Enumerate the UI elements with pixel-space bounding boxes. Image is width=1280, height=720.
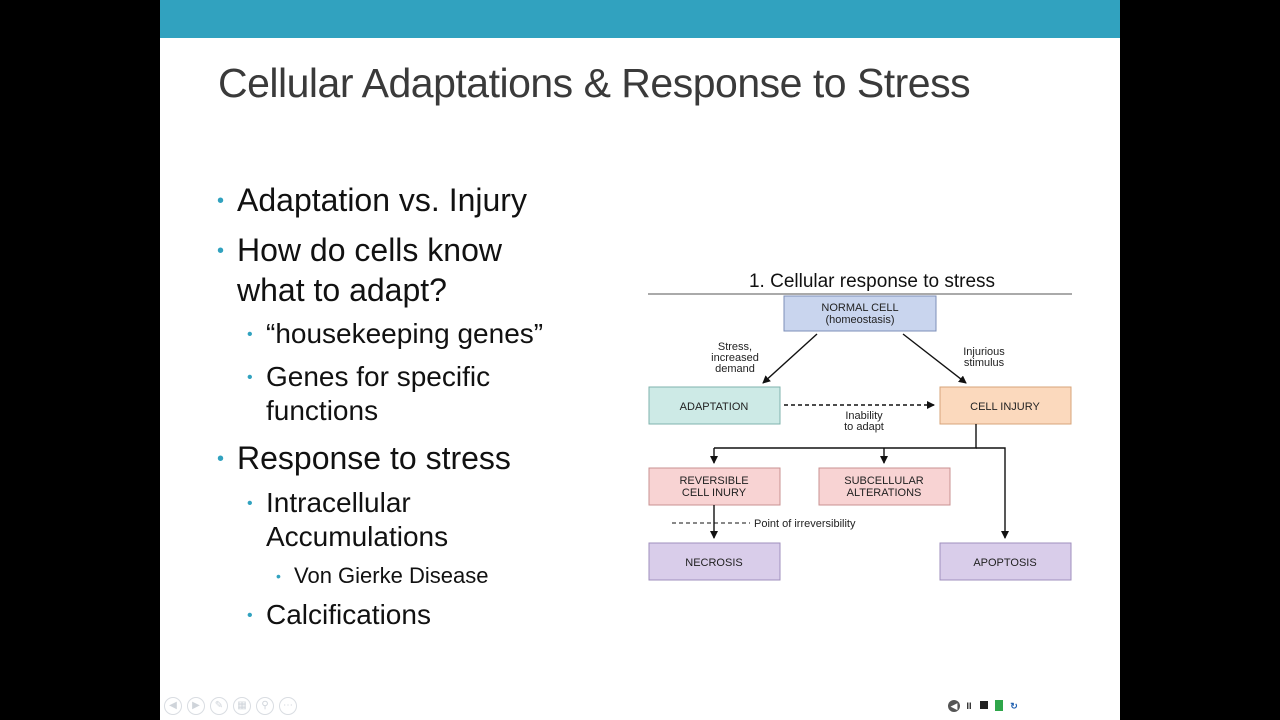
back-icon[interactable]: ◀ xyxy=(948,700,960,712)
bullet-text: Adaptation vs. Injury xyxy=(237,182,527,218)
cell-stress-diagram: 1. Cellular response to stress NORMAL CE… xyxy=(648,271,1072,581)
bullet-von-gierke: • Von Gierke Disease xyxy=(276,562,489,590)
player-controls: ◀ II ↻ xyxy=(948,697,1020,715)
slide-title: Cellular Adaptations & Response to Stres… xyxy=(218,60,971,106)
node-reversible-label-1: REVERSIBLE xyxy=(679,475,748,487)
node-normal-cell-sub: (homeostasis) xyxy=(825,314,894,326)
pause-icon[interactable]: II xyxy=(966,701,972,711)
injurious-label-1: Injurious xyxy=(963,346,1005,358)
injurious-label-2: stimulus xyxy=(964,357,1005,369)
node-apoptosis xyxy=(939,542,1072,581)
node-necrosis-label: NECROSIS xyxy=(685,557,742,569)
loop-icon[interactable]: ↻ xyxy=(1010,701,1018,711)
node-necrosis xyxy=(648,542,781,581)
bullet-dot-icon: • xyxy=(217,190,225,212)
more-icon[interactable]: ⋯ xyxy=(279,697,297,715)
node-adaptation-label: ADAPTATION xyxy=(680,401,749,413)
bullet-how-cells-know: • How do cells know what to adapt? xyxy=(217,230,567,310)
bullet-text: Intracellular Accumulations xyxy=(266,487,449,552)
stop-icon[interactable] xyxy=(978,700,990,712)
node-normal-cell xyxy=(783,295,937,332)
bullet-intracellular-accumulations: • Intracellular Accumulations xyxy=(247,486,506,554)
bullet-adaptation-vs-injury: • Adaptation vs. Injury xyxy=(217,180,527,220)
node-subcellular-label-2: ALTERATIONS xyxy=(847,487,922,499)
arrow-normal-to-injury xyxy=(902,333,967,384)
green-icon[interactable] xyxy=(993,700,1005,712)
bullet-dot-icon: • xyxy=(276,568,281,584)
diagram-title: 1. Cellular response to stress xyxy=(749,271,995,292)
zoom-icon[interactable]: ⚲ xyxy=(256,697,274,715)
node-normal-cell-label: NORMAL CELL xyxy=(821,302,898,314)
node-subcellular xyxy=(818,467,951,506)
bullet-dot-icon: • xyxy=(247,607,253,624)
slides-icon[interactable]: ▦ xyxy=(233,697,251,715)
bullet-dot-icon: • xyxy=(217,448,225,470)
node-apoptosis-label: APOPTOSIS xyxy=(973,557,1036,569)
next-icon[interactable]: ▶ xyxy=(187,697,205,715)
bullet-text: How do cells know what to adapt? xyxy=(237,232,502,308)
bullet-text: Von Gierke Disease xyxy=(294,563,489,588)
bullet-text: “housekeeping genes” xyxy=(266,318,544,349)
slide: Cellular Adaptations & Response to Stres… xyxy=(160,0,1120,720)
arrow-normal-to-adaptation xyxy=(762,333,818,384)
bullet-specific-genes: • Genes for specific functions xyxy=(247,360,556,428)
inability-label-1: Inability xyxy=(845,410,883,422)
bullet-dot-icon: • xyxy=(247,369,253,386)
stress-label-1: Stress, xyxy=(718,341,752,353)
irreversibility-label: Point of irreversibility xyxy=(754,518,856,530)
stress-label-3: demand xyxy=(715,363,755,375)
bullet-text: Response to stress xyxy=(237,440,511,476)
bullet-text: Genes for specific functions xyxy=(266,361,491,426)
bullet-dot-icon: • xyxy=(247,495,253,512)
node-reversible-injury xyxy=(648,467,781,506)
prev-icon[interactable]: ◀ xyxy=(164,697,182,715)
stress-label-2: increased xyxy=(711,352,759,364)
bullet-response-to-stress: • Response to stress xyxy=(217,438,511,478)
bullet-dot-icon: • xyxy=(217,240,225,262)
node-cell-injury-label: CELL INJURY xyxy=(970,401,1040,413)
pen-icon[interactable]: ✎ xyxy=(210,697,228,715)
inability-label-2: to adapt xyxy=(844,421,884,433)
arrow-to-apoptosis xyxy=(976,447,1009,539)
node-adaptation xyxy=(648,386,781,425)
bullet-calcifications: • Calcifications xyxy=(247,598,431,632)
bullet-dot-icon: • xyxy=(247,326,253,343)
node-subcellular-label-1: SUBCELLULAR xyxy=(844,475,924,487)
bullet-housekeeping-genes: • “housekeeping genes” xyxy=(247,317,544,351)
slideshow-controls-left: ◀ ▶ ✎ ▦ ⚲ ⋯ xyxy=(164,697,297,717)
accent-bar xyxy=(160,0,1120,38)
node-reversible-label-2: CELL INURY xyxy=(682,487,747,499)
bullet-text: Calcifications xyxy=(266,599,431,630)
node-cell-injury xyxy=(939,386,1072,425)
